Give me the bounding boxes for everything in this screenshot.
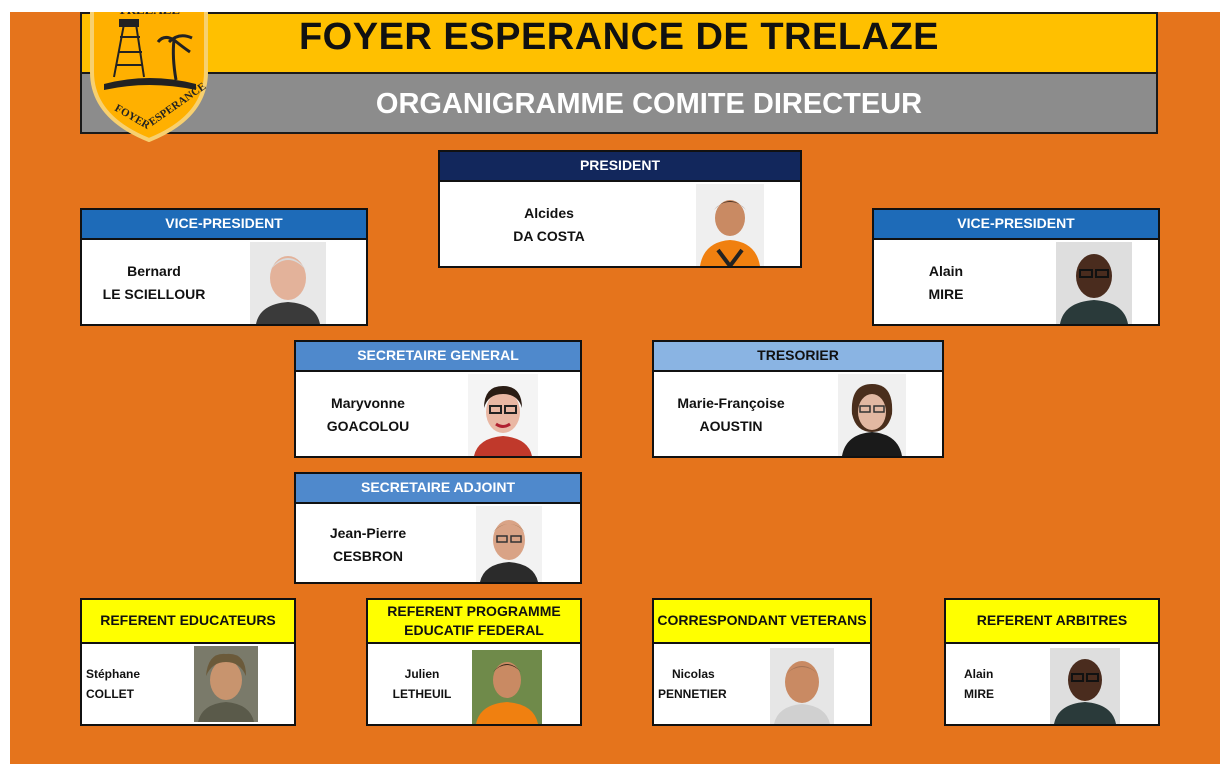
vice-president-left-name: Bernard LE SCIELLOUR — [84, 260, 224, 306]
programme-referent-title-line2: EDUCATIF FEDERAL — [404, 621, 544, 638]
president-last-name: DA COSTA — [513, 228, 585, 244]
org-chart: FOYER ESPERANCE DE TRELAZE ORGANIGRAMME … — [10, 12, 1220, 764]
svg-text:TRELAZE: TRELAZE — [118, 12, 180, 17]
treasurer-box: TRESORIER Marie-Françoise AOUSTIN — [652, 340, 944, 458]
educators-referent-photo — [194, 646, 258, 722]
programme-referent-title-line1: REFERENT PROGRAMME — [387, 603, 561, 620]
programme-referent-first-name: Julien — [404, 667, 440, 681]
president-box: PRESIDENT Alcides DA COSTA — [438, 150, 802, 268]
president-title: PRESIDENT — [440, 152, 800, 182]
title-banner: FOYER ESPERANCE DE TRELAZE — [80, 12, 1158, 72]
president-first-name: Alcides — [524, 205, 574, 221]
vice-president-right-box: VICE-PRESIDENT Alain MIRE — [872, 208, 1160, 326]
deputy-secretary-box: SECRETAIRE ADJOINT Jean-Pierre CESBRON — [294, 472, 582, 584]
secretary-general-title: SECRETAIRE GENERAL — [296, 342, 580, 372]
vice-president-left-title: VICE-PRESIDENT — [82, 210, 366, 240]
secretary-general-photo — [468, 374, 538, 456]
vice-president-right-photo — [1056, 242, 1132, 324]
educators-referent-name: Stéphane COLLET — [86, 664, 186, 704]
veterans-correspondent-box: CORRESPONDANT VETERANS Nicolas PENNETIER — [652, 598, 872, 726]
secretary-general-first-name: Maryvonne — [331, 395, 405, 411]
vice-president-left-last-name: LE SCIELLOUR — [102, 286, 206, 302]
subtitle-banner: ORGANIGRAMME COMITE DIRECTEUR — [80, 72, 1158, 134]
referees-referent-title: REFERENT ARBITRES — [946, 600, 1158, 644]
vice-president-right-name: Alain MIRE — [876, 260, 1016, 306]
programme-referent-name: Julien LETHEUIL — [372, 664, 472, 704]
veterans-correspondent-last-name: PENNETIER — [658, 687, 727, 701]
vice-president-right-last-name: MIRE — [928, 286, 964, 302]
referees-referent-photo — [1050, 648, 1120, 724]
programme-referent-title: REFERENT PROGRAMME EDUCATIF FEDERAL — [368, 600, 580, 644]
page-subtitle: ORGANIGRAMME COMITE DIRECTEUR — [375, 88, 923, 120]
secretary-general-last-name: GOACOLOU — [326, 418, 410, 434]
educators-referent-first-name: Stéphane — [86, 667, 141, 681]
page-title: FOYER ESPERANCE DE TRELAZE — [298, 16, 940, 58]
veterans-correspondent-title: CORRESPONDANT VETERANS — [654, 600, 870, 644]
veterans-correspondent-first-name: Nicolas — [672, 667, 715, 681]
vice-president-right-first-name: Alain — [928, 263, 964, 279]
veterans-correspondent-photo — [770, 648, 834, 724]
programme-referent-last-name: LETHEUIL — [392, 687, 452, 701]
treasurer-name: Marie-Françoise AOUSTIN — [656, 392, 806, 438]
vice-president-left-first-name: Bernard — [127, 263, 181, 279]
referees-referent-last-name: MIRE — [964, 687, 994, 701]
deputy-secretary-photo — [476, 506, 542, 582]
educators-referent-title: REFERENT EDUCATEURS — [82, 600, 294, 644]
secretary-general-box: SECRETAIRE GENERAL Maryvonne GOACOLOU — [294, 340, 582, 458]
referees-referent-first-name: Alain — [964, 667, 994, 681]
deputy-secretary-name: Jean-Pierre CESBRON — [298, 522, 438, 568]
deputy-secretary-first-name: Jean-Pierre — [329, 525, 407, 541]
treasurer-first-name: Marie-Françoise — [677, 395, 785, 411]
secretary-general-name: Maryvonne GOACOLOU — [298, 392, 438, 438]
club-logo: TRELAZE FOYER ESPERANCE — [90, 12, 208, 142]
president-photo — [696, 184, 764, 266]
president-name: Alcides DA COSTA — [484, 202, 614, 248]
vice-president-left-photo — [250, 242, 326, 324]
treasurer-last-name: AOUSTIN — [699, 418, 763, 434]
educators-referent-last-name: COLLET — [86, 687, 134, 701]
deputy-secretary-title: SECRETAIRE ADJOINT — [296, 474, 580, 504]
vice-president-right-title: VICE-PRESIDENT — [874, 210, 1158, 240]
referees-referent-box: REFERENT ARBITRES Alain MIRE — [944, 598, 1160, 726]
referees-referent-name: Alain MIRE — [964, 664, 1044, 704]
deputy-secretary-last-name: CESBRON — [332, 548, 403, 564]
treasurer-title: TRESORIER — [654, 342, 942, 372]
veterans-correspondent-name: Nicolas PENNETIER — [658, 664, 758, 704]
educators-referent-box: REFERENT EDUCATEURS Stéphane COLLET — [80, 598, 296, 726]
vice-president-left-box: VICE-PRESIDENT Bernard LE SCIELLOUR — [80, 208, 368, 326]
programme-referent-photo — [472, 650, 542, 724]
programme-referent-box: REFERENT PROGRAMME EDUCATIF FEDERAL Juli… — [366, 598, 582, 726]
treasurer-photo — [838, 374, 906, 456]
